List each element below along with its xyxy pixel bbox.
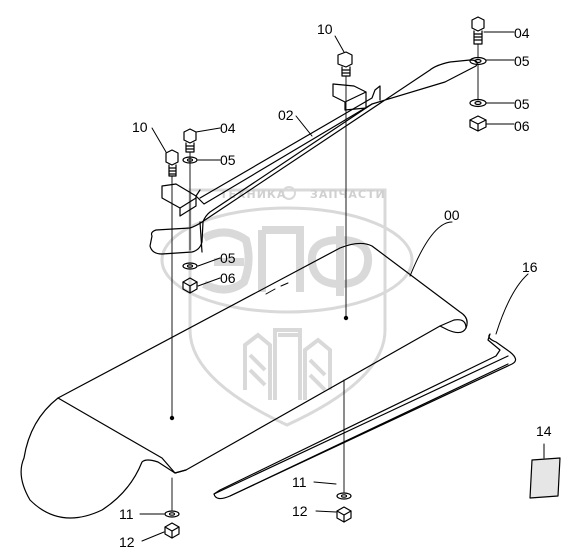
watermark-logo — [202, 226, 373, 296]
washer-05-mid — [469, 98, 487, 108]
watermark-brand-right: ЗАПЧАСТИ — [310, 188, 386, 201]
label-12-left: 12 — [119, 534, 135, 550]
label-10-top: 10 — [317, 21, 333, 37]
washer-05-low — [182, 262, 198, 270]
leader-lines — [139, 31, 545, 542]
bolt-10-top — [337, 51, 353, 77]
channel-16 — [213, 333, 517, 500]
label-12-right: 12 — [292, 503, 308, 519]
washer-11-left-hole — [168, 512, 176, 516]
washer-11-left — [164, 510, 180, 518]
bolt-04-left — [183, 128, 197, 153]
watermark-brand-left: ТЕХНИКА — [220, 188, 286, 201]
part-labels: 04 05 05 06 10 02 10 04 05 05 06 00 16 1… — [119, 21, 552, 550]
label-02: 02 — [278, 107, 294, 123]
nut-12-right — [336, 506, 352, 523]
label-11-left: 11 — [119, 506, 134, 522]
hole-mark-cover — [343, 315, 349, 321]
washer-05-top-hole — [474, 58, 482, 64]
label-10-left: 10 — [132, 119, 148, 135]
hole-mark-cover-left — [169, 415, 175, 421]
washer-05-low-hole — [186, 264, 194, 268]
washer-05-top — [469, 56, 487, 66]
label-05-top: 05 — [514, 53, 530, 69]
bracket-02 — [149, 59, 478, 255]
bolt-04-top — [471, 16, 485, 45]
bolt-10-left — [165, 149, 179, 177]
label-14: 14 — [536, 423, 552, 439]
part-14 — [529, 457, 561, 499]
label-04-top: 04 — [514, 25, 530, 41]
gear-icon — [282, 186, 296, 200]
nut-12-left — [164, 522, 180, 539]
assembly-axes — [171, 43, 479, 511]
washer-11-right — [336, 492, 352, 500]
watermark-shield — [188, 188, 387, 427]
nut-06-low — [182, 277, 198, 294]
label-11-right: 11 — [292, 474, 307, 490]
label-05-mid: 05 — [514, 96, 530, 112]
label-06-top: 06 — [514, 118, 530, 134]
watermark-chess-pieces — [243, 328, 332, 400]
watermark-ellipse — [160, 206, 414, 314]
label-05-left: 05 — [220, 152, 236, 168]
cover-00 — [20, 242, 468, 519]
label-06-low: 06 — [220, 270, 236, 286]
washer-11-right-hole — [340, 494, 348, 498]
drawing — [20, 16, 561, 542]
label-05-low: 05 — [220, 250, 236, 266]
label-16: 16 — [522, 259, 538, 275]
washer-05-mid-hole — [474, 100, 482, 106]
label-00: 00 — [444, 207, 460, 223]
label-04-left: 04 — [220, 120, 236, 136]
watermark — [160, 186, 414, 427]
nut-06-top — [469, 115, 487, 132]
